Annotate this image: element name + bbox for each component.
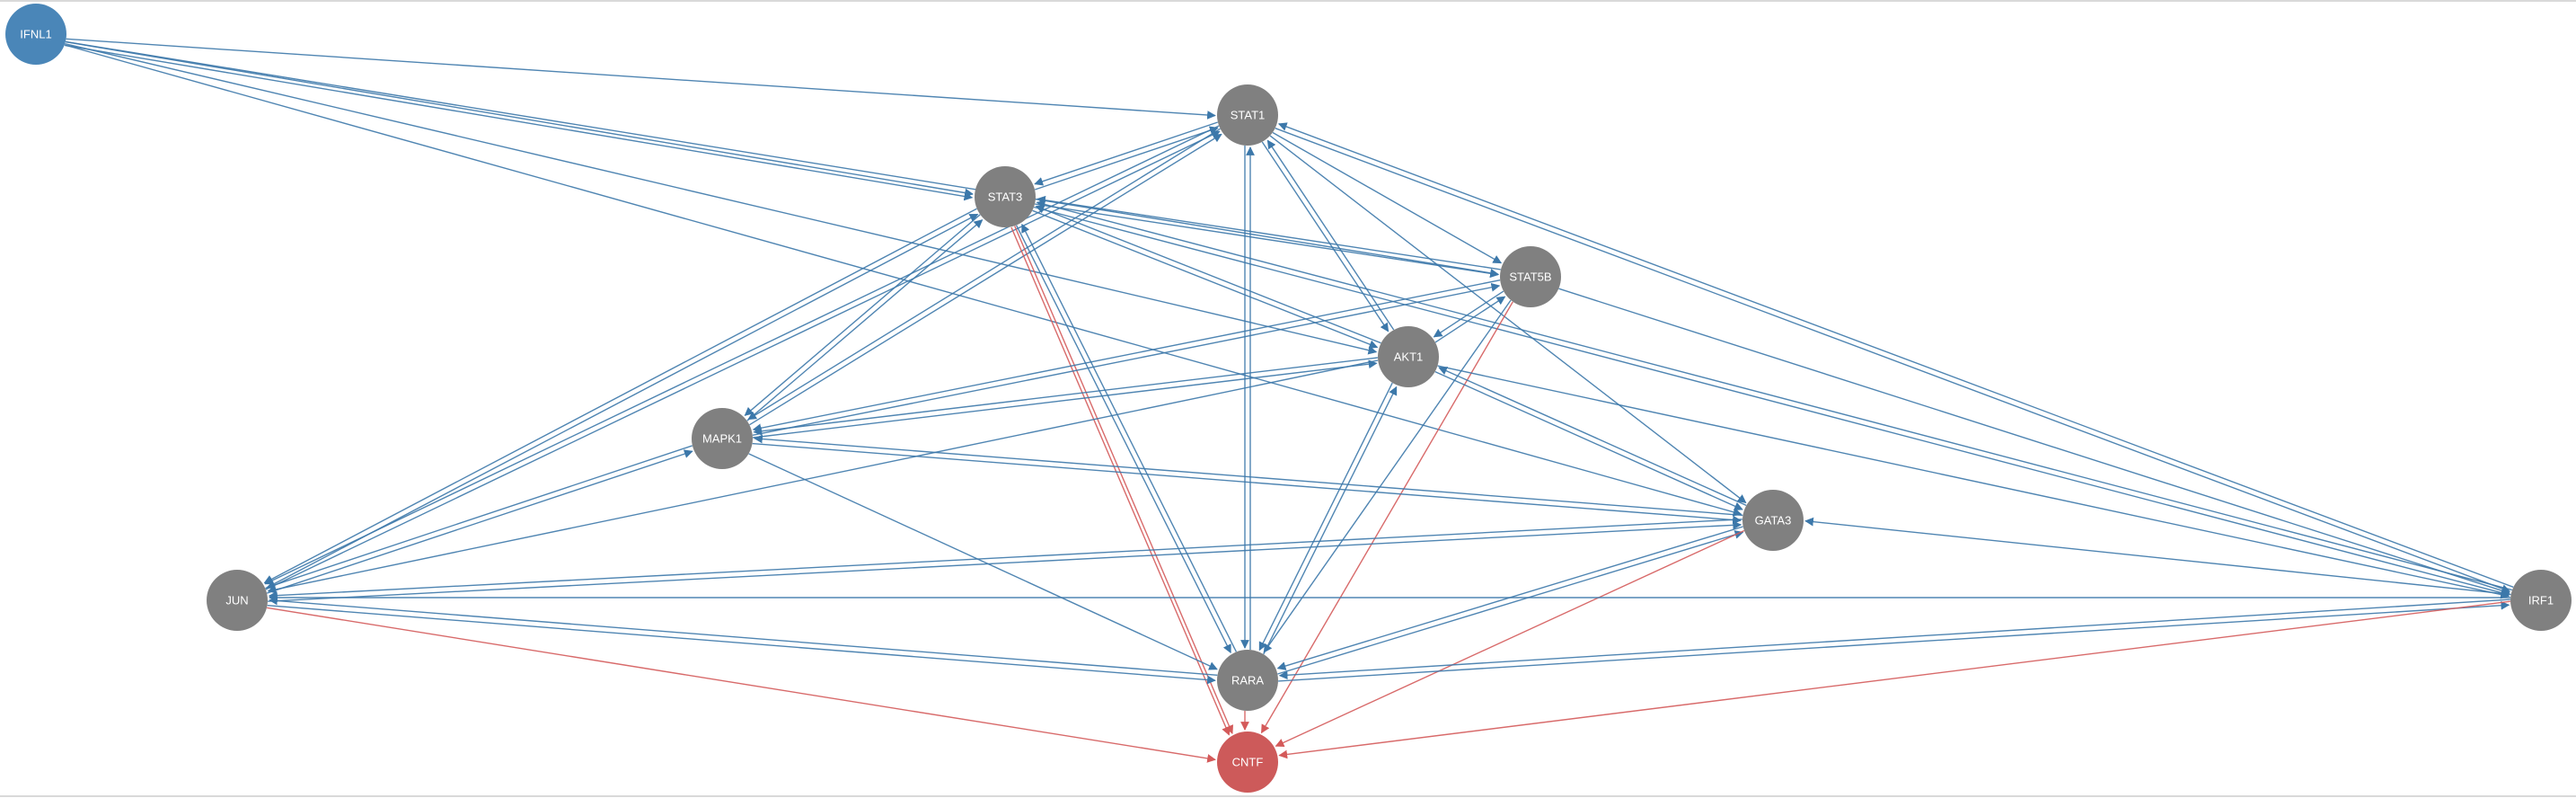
edge-akt1-to-gata3 xyxy=(1434,370,1743,510)
node-rara[interactable]: RARA xyxy=(1217,650,1278,711)
edge-jun-to-cntf xyxy=(266,607,1216,763)
edge-mapk1-to-stat5b xyxy=(752,282,1501,436)
edge-stat5b-to-irf1 xyxy=(1558,288,2510,595)
edge-ifnl1-to-akt1 xyxy=(65,43,1378,355)
edge-irf1-to-stat1 xyxy=(1277,122,2514,588)
edge-akt1-to-mapk1 xyxy=(753,357,1378,436)
node-circle-cntf[interactable] xyxy=(1217,732,1278,793)
edge-rara-to-gata3 xyxy=(1277,530,1744,675)
edge-gata3-to-akt1 xyxy=(1438,367,1747,507)
edge-stat3-to-irf1 xyxy=(1033,206,2510,598)
edge-gata3-to-mapk1 xyxy=(754,434,1743,517)
edges-layer xyxy=(64,38,2514,763)
node-circle-ifnl1[interactable] xyxy=(5,4,66,65)
edge-stat3-to-jun xyxy=(263,208,977,584)
edge-akt1-to-rara xyxy=(1258,382,1393,652)
node-circle-stat1[interactable] xyxy=(1217,84,1278,146)
edge-stat1-to-stat3 xyxy=(1034,121,1219,186)
edge-ifnl1-to-stat3 xyxy=(65,40,974,198)
edge-mapk1-to-jun xyxy=(266,445,693,590)
node-circle-stat3[interactable] xyxy=(975,166,1036,227)
edge-stat3-to-stat5b xyxy=(1035,203,1499,279)
edge-rara-to-akt1 xyxy=(1263,386,1398,655)
edge-mapk1-to-gata3 xyxy=(752,442,1742,525)
edge-stat3-to-cntf xyxy=(1014,226,1234,735)
edge-irf1-to-rara xyxy=(1278,598,2510,680)
edge-stat1-to-mapk1 xyxy=(747,128,1221,421)
edge-jun-to-stat3 xyxy=(265,213,979,590)
edge-stat5b-to-stat3 xyxy=(1037,195,1501,270)
node-stat3[interactable]: STAT3 xyxy=(975,166,1036,227)
edge-stat5b-to-mapk1 xyxy=(752,279,1501,433)
edge-rara-to-irf1 xyxy=(1278,600,2510,682)
edge-akt1-to-stat3 xyxy=(1035,205,1381,344)
node-gata3[interactable]: GATA3 xyxy=(1742,490,1804,551)
edge-rara-to-jun xyxy=(269,596,1218,676)
edge-mapk1-to-rara xyxy=(748,453,1218,670)
edge-irf1-to-gata3 xyxy=(1804,517,2511,596)
edge-ifnl1-to-gata3 xyxy=(64,44,1742,517)
edge-stat1-to-jun xyxy=(264,125,1220,585)
node-irf1[interactable]: IRF1 xyxy=(2510,570,2572,631)
edge-stat3-to-cntf xyxy=(1010,226,1231,736)
edge-jun-to-gata3 xyxy=(268,520,1742,602)
node-circle-irf1[interactable] xyxy=(2510,570,2572,631)
edge-stat3-to-mapk1 xyxy=(744,214,981,416)
node-mapk1[interactable]: MAPK1 xyxy=(692,408,753,469)
edge-stat1-to-irf1 xyxy=(1275,128,2511,593)
edge-jun-to-stat1 xyxy=(265,130,1221,590)
edge-ifnl1-to-stat3 xyxy=(65,44,974,201)
edge-ifnl1-to-stat1 xyxy=(66,38,1216,120)
edge-akt1-to-stat1 xyxy=(1266,139,1395,331)
edge-akt1-to-irf1 xyxy=(1437,365,2510,599)
edge-stat3-to-stat1 xyxy=(1034,126,1219,191)
node-ifnl1[interactable]: IFNL1 xyxy=(5,4,66,65)
edge-jun-to-mapk1 xyxy=(266,449,693,594)
edge-akt1-to-stat5b xyxy=(1434,296,1506,343)
node-stat5b[interactable]: STAT5B xyxy=(1500,246,1561,307)
edge-mapk1-to-stat1 xyxy=(749,133,1222,426)
node-circle-stat5b[interactable] xyxy=(1500,246,1561,307)
edge-stat1-to-akt1 xyxy=(1261,141,1389,332)
edge-ifnl1-to-stat5b xyxy=(65,40,1499,278)
node-circle-rara[interactable] xyxy=(1217,650,1278,711)
edge-gata3-to-cntf xyxy=(1275,529,1745,747)
node-akt1[interactable]: AKT1 xyxy=(1378,326,1439,387)
node-circle-jun[interactable] xyxy=(207,570,268,631)
node-stat1[interactable]: STAT1 xyxy=(1217,84,1278,146)
node-circle-mapk1[interactable] xyxy=(692,408,753,469)
edge-stat5b-to-rara xyxy=(1263,299,1512,653)
node-circle-akt1[interactable] xyxy=(1378,326,1439,387)
edge-stat1-to-stat5b xyxy=(1272,131,1503,264)
edge-irf1-to-cntf xyxy=(1278,600,2510,759)
edge-stat1-to-gata3 xyxy=(1269,135,1747,503)
node-circle-gata3[interactable] xyxy=(1742,490,1804,551)
edge-stat3-to-rara xyxy=(1015,225,1231,654)
edge-irf1-to-stat3 xyxy=(1036,200,2513,591)
node-cntf[interactable]: CNTF xyxy=(1217,732,1278,793)
edge-mapk1-to-akt1 xyxy=(753,359,1378,439)
edge-stat3-to-akt1 xyxy=(1032,209,1379,349)
edge-mapk1-to-stat3 xyxy=(746,219,984,421)
edge-rara-to-stat3 xyxy=(1021,223,1238,652)
edge-akt1-to-jun xyxy=(267,359,1379,594)
node-jun[interactable]: JUN xyxy=(207,570,268,631)
edge-stat5b-to-akt1 xyxy=(1433,290,1504,338)
edge-gata3-to-jun xyxy=(268,519,1742,600)
edge-jun-to-rara xyxy=(267,605,1216,685)
